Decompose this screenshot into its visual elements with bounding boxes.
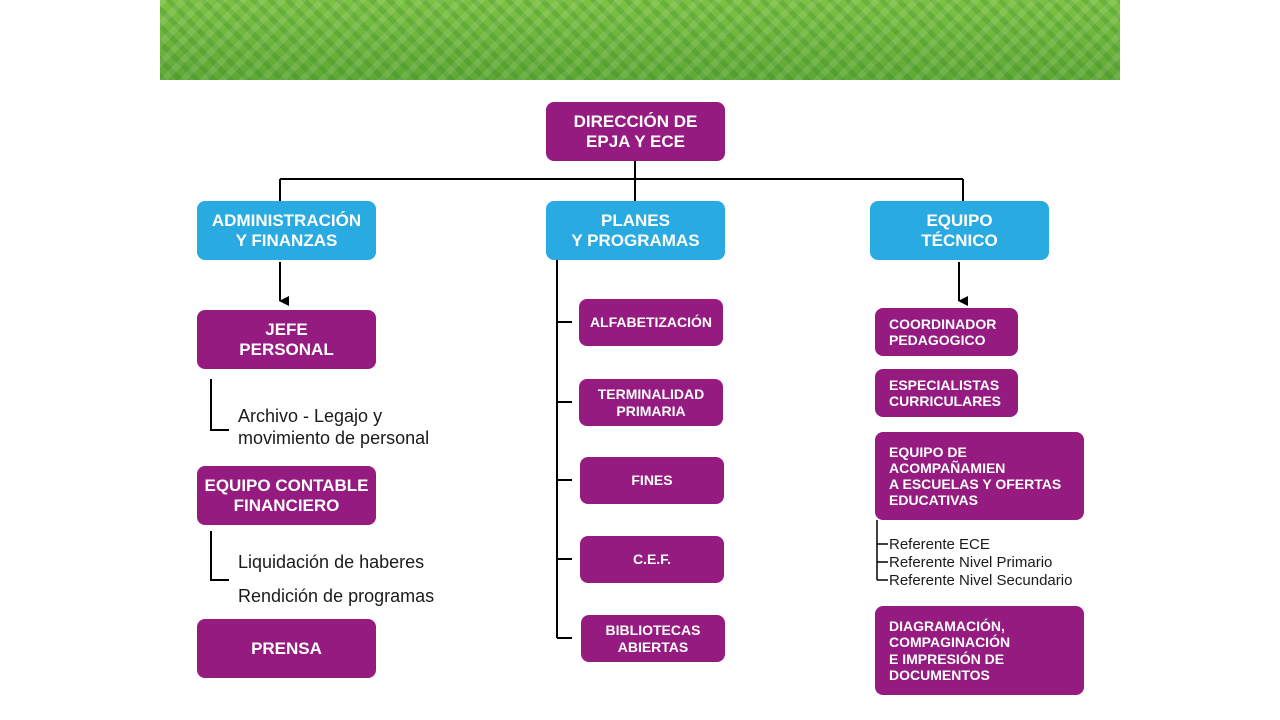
text-ref-ece: Referente ECE: [889, 536, 990, 553]
node-fines: FINES: [580, 457, 724, 504]
node-prensa: PRENSA: [197, 619, 376, 678]
node-jefe-personal: JEFE PERSONAL: [197, 310, 376, 369]
bracket-archivo: [210, 379, 229, 431]
node-equipo-contable: EQUIPO CONTABLE FINANCIERO: [197, 466, 376, 525]
node-equipo-tecnico: EQUIPO TÉCNICO: [870, 201, 1049, 260]
bracket-liquidacion: [210, 531, 229, 581]
text-ref-secundario: Referente Nivel Secundario: [889, 572, 1073, 589]
header-banner: [160, 0, 1120, 80]
node-diagramacion: DIAGRAMACIÓN, COMPAGINACIÓN E IMPRESIÓN …: [875, 606, 1084, 695]
text-ref-primario: Referente Nivel Primario: [889, 554, 1053, 571]
node-especialistas: ESPECIALISTAS CURRICULARES: [875, 369, 1018, 417]
node-cef: C.E.F.: [580, 536, 724, 583]
node-direccion: DIRECCIÓN DE EPJA Y ECE: [546, 102, 725, 161]
node-administracion: ADMINISTRACIÓN Y FINANZAS: [197, 201, 376, 260]
node-terminalidad: TERMINALIDAD PRIMARIA: [579, 379, 723, 426]
text-rendicion: Rendición de programas: [238, 586, 435, 606]
node-bibliotecas: BIBLIOTECAS ABIERTAS: [581, 615, 725, 662]
node-alfabetizacion: ALFABETIZACIÓN: [579, 299, 723, 346]
text-liquidacion: Liquidación de haberes: [238, 552, 425, 572]
node-planes: PLANES Y PROGRAMAS: [546, 201, 725, 260]
node-coordinador: COORDINADOR PEDAGOGICO: [875, 308, 1018, 356]
node-acompanamiento: EQUIPO DE ACOMPAÑAMIEN A ESCUELAS Y OFER…: [875, 432, 1084, 520]
text-archivo: Archivo - Legajo y movimiento de persona…: [238, 406, 430, 448]
